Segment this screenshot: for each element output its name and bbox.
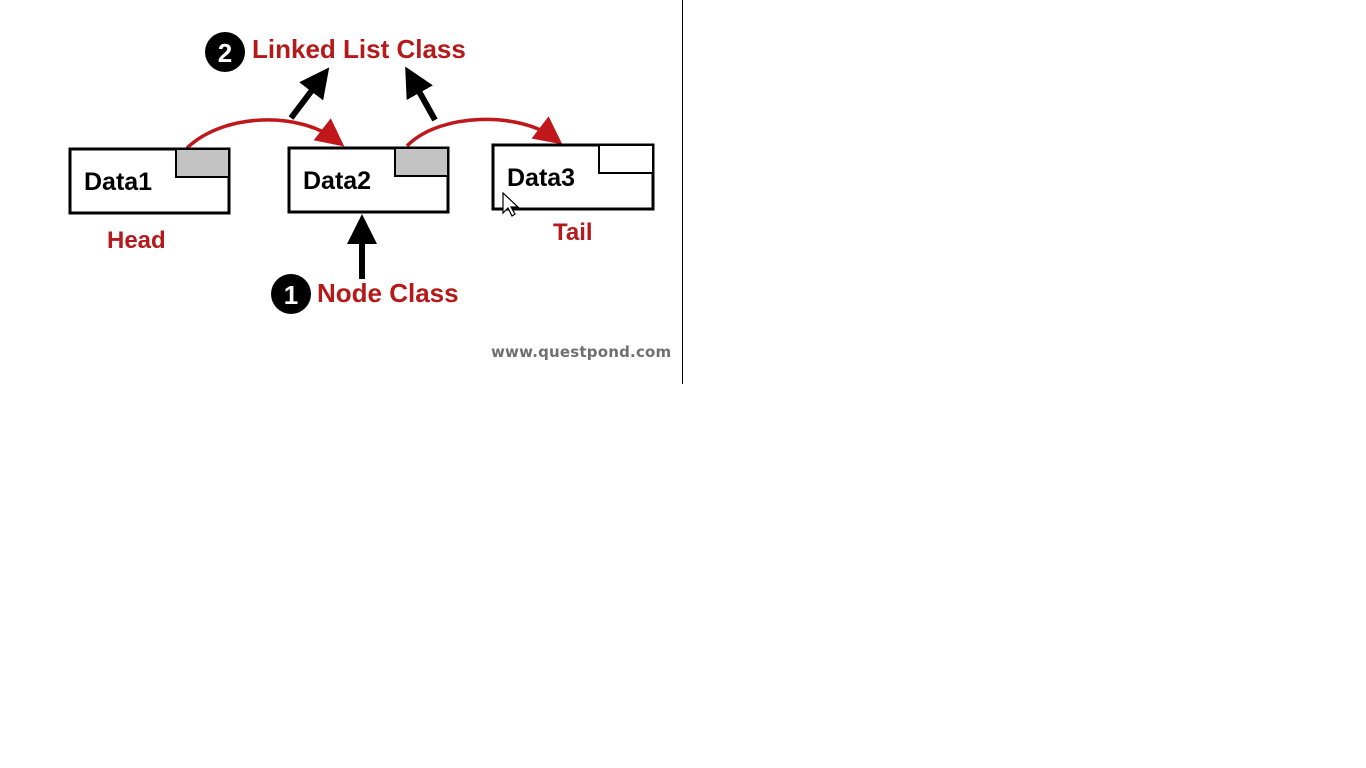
mouse-pointer-icon	[502, 191, 520, 217]
linked-list-class-label: Linked List Class	[252, 34, 466, 64]
tail-label: Tail	[553, 219, 593, 246]
node-next-pointer	[175, 148, 230, 178]
arrow-to-linked-list-right	[405, 66, 438, 122]
badge-1-circle	[271, 274, 311, 314]
watermark: www.questpond.com	[491, 343, 672, 361]
node-label: Data1	[84, 168, 152, 196]
linked-list-diagram: 2 Linked List Class Data1 Data2	[68, 32, 655, 314]
node-label: Data2	[303, 167, 371, 195]
node-class-label: Node Class	[317, 278, 459, 308]
node-next-pointer	[598, 144, 654, 174]
badge-1-text: 1	[284, 280, 298, 310]
node-class-callout: 1 Node Class	[271, 274, 459, 314]
badge-2-text: 2	[218, 38, 232, 68]
vertical-divider	[682, 0, 683, 384]
node-data1: Data1	[68, 147, 231, 215]
head-label: Head	[107, 227, 166, 254]
node-data3: Data3	[491, 143, 655, 211]
linked-list-class-callout: 2 Linked List Class	[205, 32, 466, 72]
diagram-panel: 2 Linked List Class Data1 Data2	[0, 0, 682, 384]
arrow-to-linked-list-left	[288, 67, 330, 120]
node-next-pointer	[394, 147, 449, 177]
link-arrow-1-to-2	[185, 118, 345, 150]
badge-2-circle	[205, 32, 245, 72]
node-data2: Data2	[287, 146, 450, 214]
node-label: Data3	[507, 164, 575, 192]
link-arrow-2-to-3	[405, 116, 563, 148]
